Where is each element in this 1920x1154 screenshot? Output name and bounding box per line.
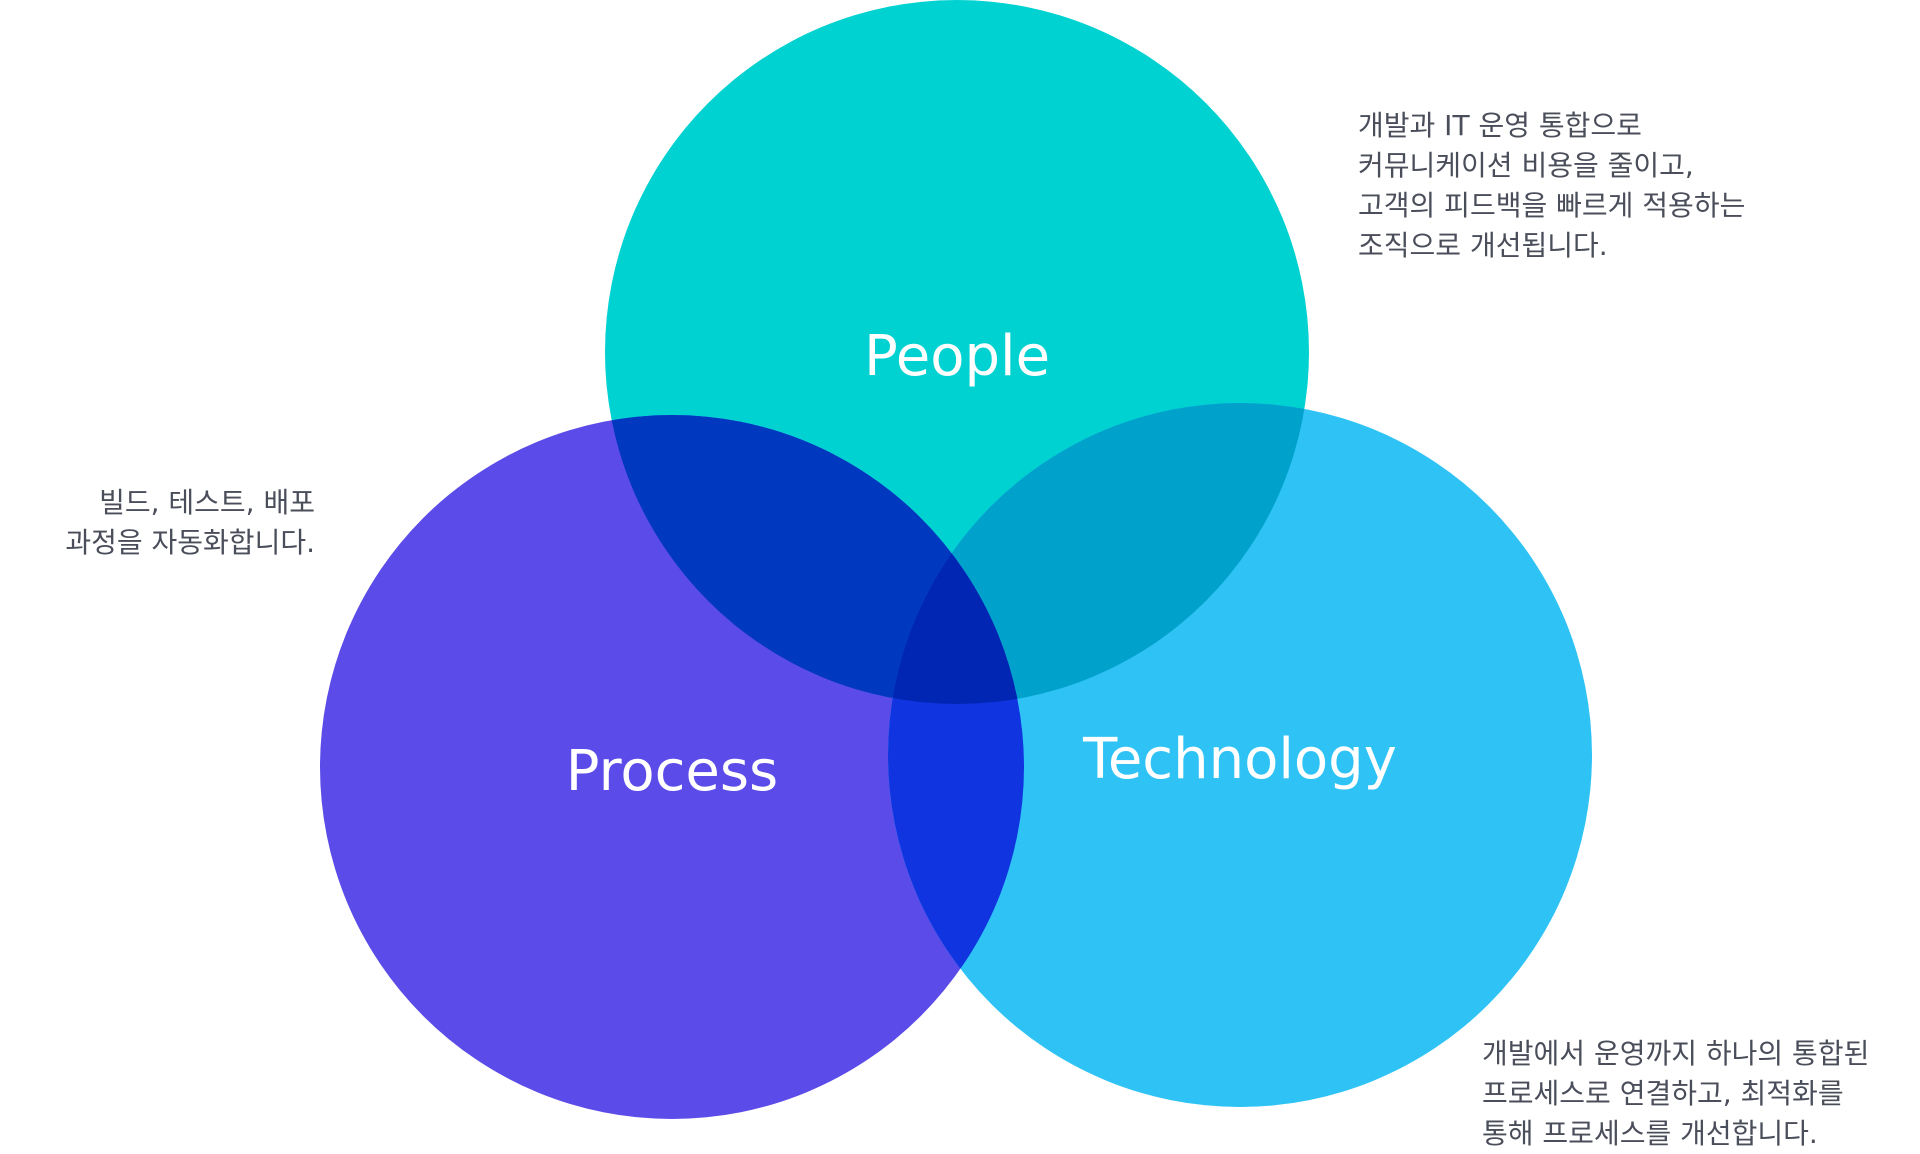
people-process-overlap: [605, 415, 1024, 704]
technology-description-line: 프로세스로 연결하고, 최적화를: [1482, 1077, 1844, 1110]
people-technology-overlap: [888, 403, 1309, 704]
technology-description-line: 개발에서 운영까지 하나의 통합된: [1482, 1037, 1870, 1070]
process-description: 빌드, 테스트, 배포 과정을 자동화합니다.: [65, 483, 315, 563]
people-description-line: 고객의 피드백을 빠르게 적용하는: [1358, 189, 1746, 222]
people-description: 개발과 IT 운영 통합으로 커뮤니케이션 비용을 줄이고, 고객의 피드백을 …: [1358, 106, 1745, 266]
technology-label: Technology: [1082, 727, 1397, 792]
process-description-line: 과정을 자동화합니다.: [65, 526, 315, 559]
people-description-line: 조직으로 개선됩니다.: [1358, 229, 1608, 262]
people-description-line: 개발과 IT 운영 통합으로: [1358, 109, 1642, 142]
people-label: People: [864, 324, 1050, 389]
process-description-line: 빌드, 테스트, 배포: [99, 486, 315, 519]
technology-description: 개발에서 운영까지 하나의 통합된 프로세스로 연결하고, 최적화를 통해 프로…: [1482, 1034, 1869, 1154]
technology-description-line: 통해 프로세스를 개선합니다.: [1482, 1117, 1818, 1150]
people-description-line: 커뮤니케이션 비용을 줄이고,: [1358, 149, 1694, 182]
process-label: Process: [566, 739, 778, 804]
